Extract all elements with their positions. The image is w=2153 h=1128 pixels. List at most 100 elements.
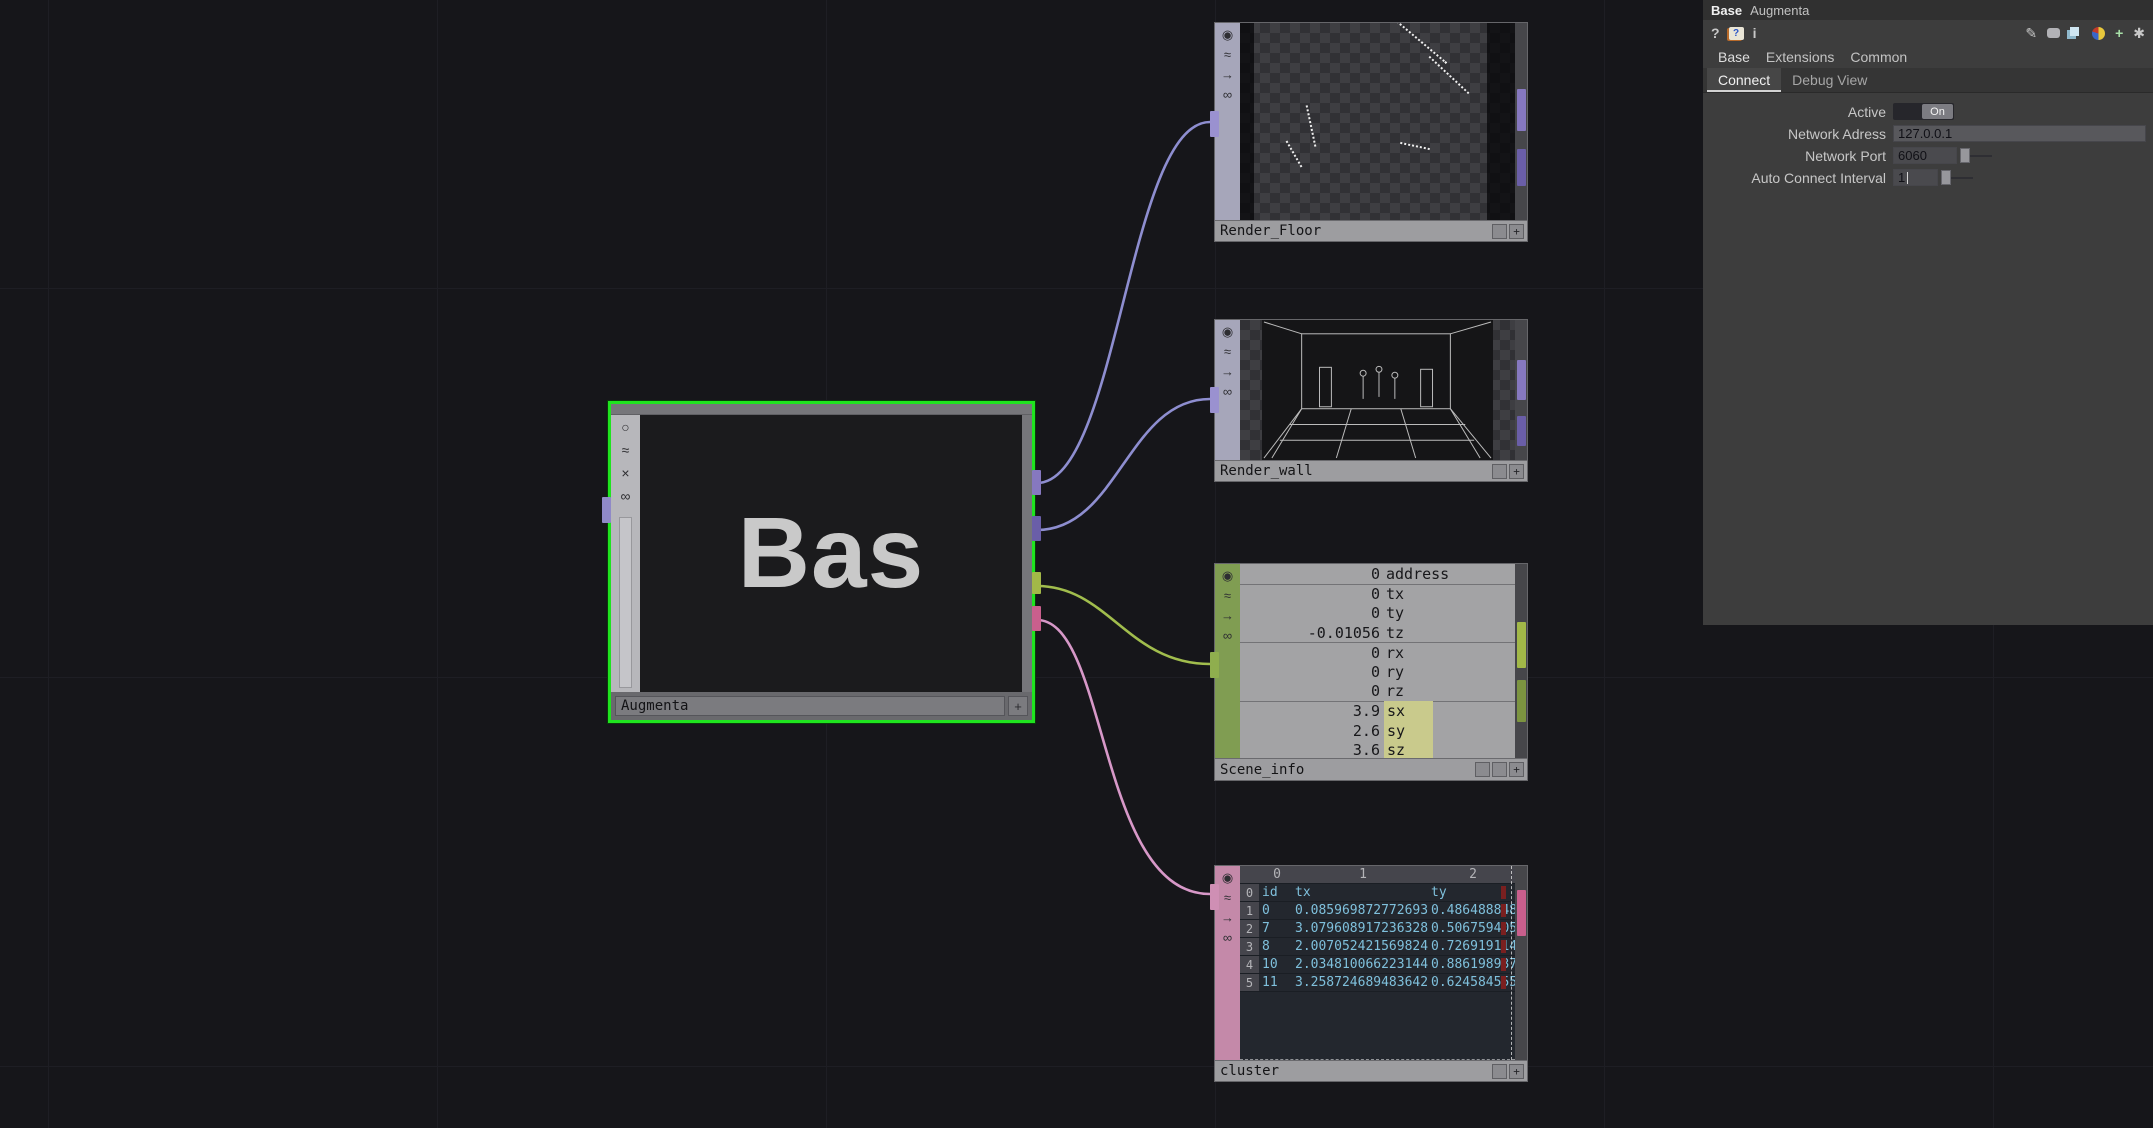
particle-streak	[1285, 140, 1302, 168]
viewer-flag-icon[interactable]: ◉	[1221, 27, 1234, 42]
render-wall-input-connector[interactable]	[1210, 387, 1219, 413]
tab-base[interactable]: Base	[1718, 49, 1750, 65]
edit-pencil-icon[interactable]: ✎	[2025, 25, 2038, 41]
augmenta-output-chop[interactable]	[1032, 572, 1041, 594]
bypass-flag-icon[interactable]: ×	[621, 465, 630, 481]
param-value-area: On	[1893, 102, 2149, 121]
link-flag-icon[interactable]: ∞	[1222, 930, 1233, 945]
language-icon[interactable]	[2092, 26, 2106, 40]
export-flag-icon[interactable]: →	[1221, 608, 1234, 623]
comment-icon[interactable]	[2047, 28, 2061, 38]
graph-flag-icon[interactable]: ≈	[621, 442, 630, 458]
active-toggle[interactable]: On	[1893, 103, 1954, 120]
render-wall-output-connector[interactable]	[1517, 360, 1526, 400]
panel-header[interactable]: Base Augmenta	[1703, 0, 2153, 20]
network-port-field[interactable]: 6060	[1893, 147, 1957, 164]
flag-button[interactable]	[1475, 762, 1490, 777]
export-flag-icon[interactable]: →	[1221, 67, 1234, 82]
viewer-flag-icon[interactable]: ◉	[1221, 568, 1234, 583]
render-floor-output-connector-2[interactable]	[1517, 149, 1526, 186]
table-cell: 0.886198937	[1431, 957, 1515, 972]
tab-extensions[interactable]: Extensions	[1765, 49, 1835, 65]
add-parameter-button[interactable]: +	[1509, 762, 1524, 777]
channel-name: rz	[1386, 682, 1405, 701]
row-header: 4	[1240, 956, 1259, 973]
gear-icon[interactable]: ✱	[2133, 25, 2145, 41]
render-wall-output-connector-2[interactable]	[1517, 416, 1526, 446]
augmenta-node-viewer[interactable]: Bas	[640, 415, 1022, 692]
add-parameter-button[interactable]: +	[1509, 463, 1524, 479]
scene-info-input-connector[interactable]	[1210, 652, 1219, 678]
node-name-field[interactable]: Scene_info	[1220, 761, 1305, 778]
comment-flag-button[interactable]	[1492, 223, 1507, 239]
add-parameter-button[interactable]: +	[1509, 223, 1524, 239]
add-parameter-button[interactable]: +	[1509, 1063, 1524, 1079]
toggle-on-button[interactable]: On	[1922, 104, 1953, 119]
node-augmenta[interactable]: ○ ≈ × ∞ Bas Augmenta +	[602, 401, 1041, 723]
table-cell: 8	[1262, 939, 1270, 954]
info-icon[interactable]: i	[1752, 25, 1757, 41]
letterbox-bar	[1240, 23, 1254, 220]
slider-handle[interactable]	[1941, 170, 1951, 185]
node-name-field[interactable]: cluster	[1220, 1063, 1280, 1079]
graph-flag-icon[interactable]: ≈	[1223, 588, 1232, 603]
link-flag-icon[interactable]: ∞	[620, 488, 631, 504]
node-name-field[interactable]: Augmenta	[615, 696, 1005, 716]
scene-info-output-connector[interactable]	[1517, 622, 1526, 668]
table-cell: 0	[1262, 903, 1270, 918]
viewer-flag-icon[interactable]: ◉	[1221, 324, 1234, 339]
add-icon[interactable]: +	[2115, 25, 2124, 41]
slider-handle[interactable]	[1960, 148, 1970, 163]
render-floor-output-connector[interactable]	[1517, 89, 1526, 131]
link-flag-icon[interactable]: ∞	[1222, 384, 1233, 399]
copy-parameters-icon[interactable]	[2070, 27, 2080, 36]
tab-common[interactable]: Common	[1850, 49, 1908, 65]
comment-flag-button[interactable]	[1492, 762, 1507, 777]
subtab-connect[interactable]: Connect	[1707, 68, 1782, 92]
render-floor-preview[interactable]	[1240, 23, 1515, 220]
row-header: 5	[1240, 974, 1259, 991]
cluster-input-connector[interactable]	[1210, 884, 1219, 910]
network-address-field[interactable]: 127.0.0.1	[1893, 125, 2146, 142]
node-render-floor[interactable]: ◉ ≈ → ∞ Render_Floor +	[1210, 22, 1528, 242]
augmenta-output-dat[interactable]	[1032, 606, 1041, 631]
wiki-help-icon[interactable]: ?	[1728, 26, 1744, 40]
augmenta-output-top-1[interactable]	[1032, 470, 1041, 495]
render-floor-input-connector[interactable]	[1210, 111, 1219, 137]
link-flag-icon[interactable]: ∞	[1222, 87, 1233, 102]
add-parameter-button[interactable]: +	[1008, 696, 1028, 716]
export-flag-icon[interactable]: →	[1221, 364, 1234, 379]
param-label: Network Port	[1805, 147, 1886, 164]
node-name-field[interactable]: Render_wall	[1220, 463, 1313, 479]
clipped-cell-marker	[1501, 976, 1506, 989]
viewer-flag-icon[interactable]: ○	[621, 419, 630, 435]
node-render-wall[interactable]: ◉ ≈ → ∞	[1210, 319, 1528, 482]
link-flag-icon[interactable]: ∞	[1222, 628, 1233, 643]
render-wall-preview[interactable]	[1240, 320, 1515, 460]
table-row: 3 8 2.007052421569824 0.726919114	[1240, 938, 1515, 956]
comment-flag-button[interactable]	[1492, 463, 1507, 479]
subtab-debug-view[interactable]: Debug View	[1792, 72, 1868, 88]
augmenta-output-top-2[interactable]	[1032, 516, 1041, 541]
table-cell: tx	[1295, 885, 1311, 900]
export-flag-icon[interactable]: →	[1221, 910, 1234, 925]
scene-info-flag-column: ◉ ≈ → ∞	[1215, 564, 1240, 758]
help-icon[interactable]: ?	[1711, 25, 1720, 41]
graph-flag-icon[interactable]: ≈	[1223, 344, 1232, 359]
graph-flag-icon[interactable]: ≈	[1223, 47, 1232, 62]
scene-info-output-connector-2[interactable]	[1517, 680, 1526, 722]
node-cluster[interactable]: ◉ ≈ → ∞ 0 1 2 0 id tx ty 1 0 0.085969872…	[1210, 865, 1528, 1082]
comment-flag-button[interactable]	[1492, 1063, 1507, 1079]
viewer-flag-icon[interactable]: ◉	[1221, 870, 1234, 885]
cluster-output-connector[interactable]	[1517, 890, 1526, 936]
node-name-field[interactable]: Render_Floor	[1220, 223, 1322, 239]
graph-flag-icon[interactable]: ≈	[1223, 890, 1232, 905]
augmenta-input-connector[interactable]	[602, 497, 611, 523]
cluster-table-viewer[interactable]: 0 1 2 0 id tx ty 1 0 0.085969872772693 0…	[1240, 866, 1515, 1060]
auto-connect-interval-field[interactable]: 1	[1893, 169, 1938, 186]
parameter-page-tabs: Base Extensions Common	[1703, 46, 2153, 68]
row-header: 2	[1240, 920, 1259, 937]
